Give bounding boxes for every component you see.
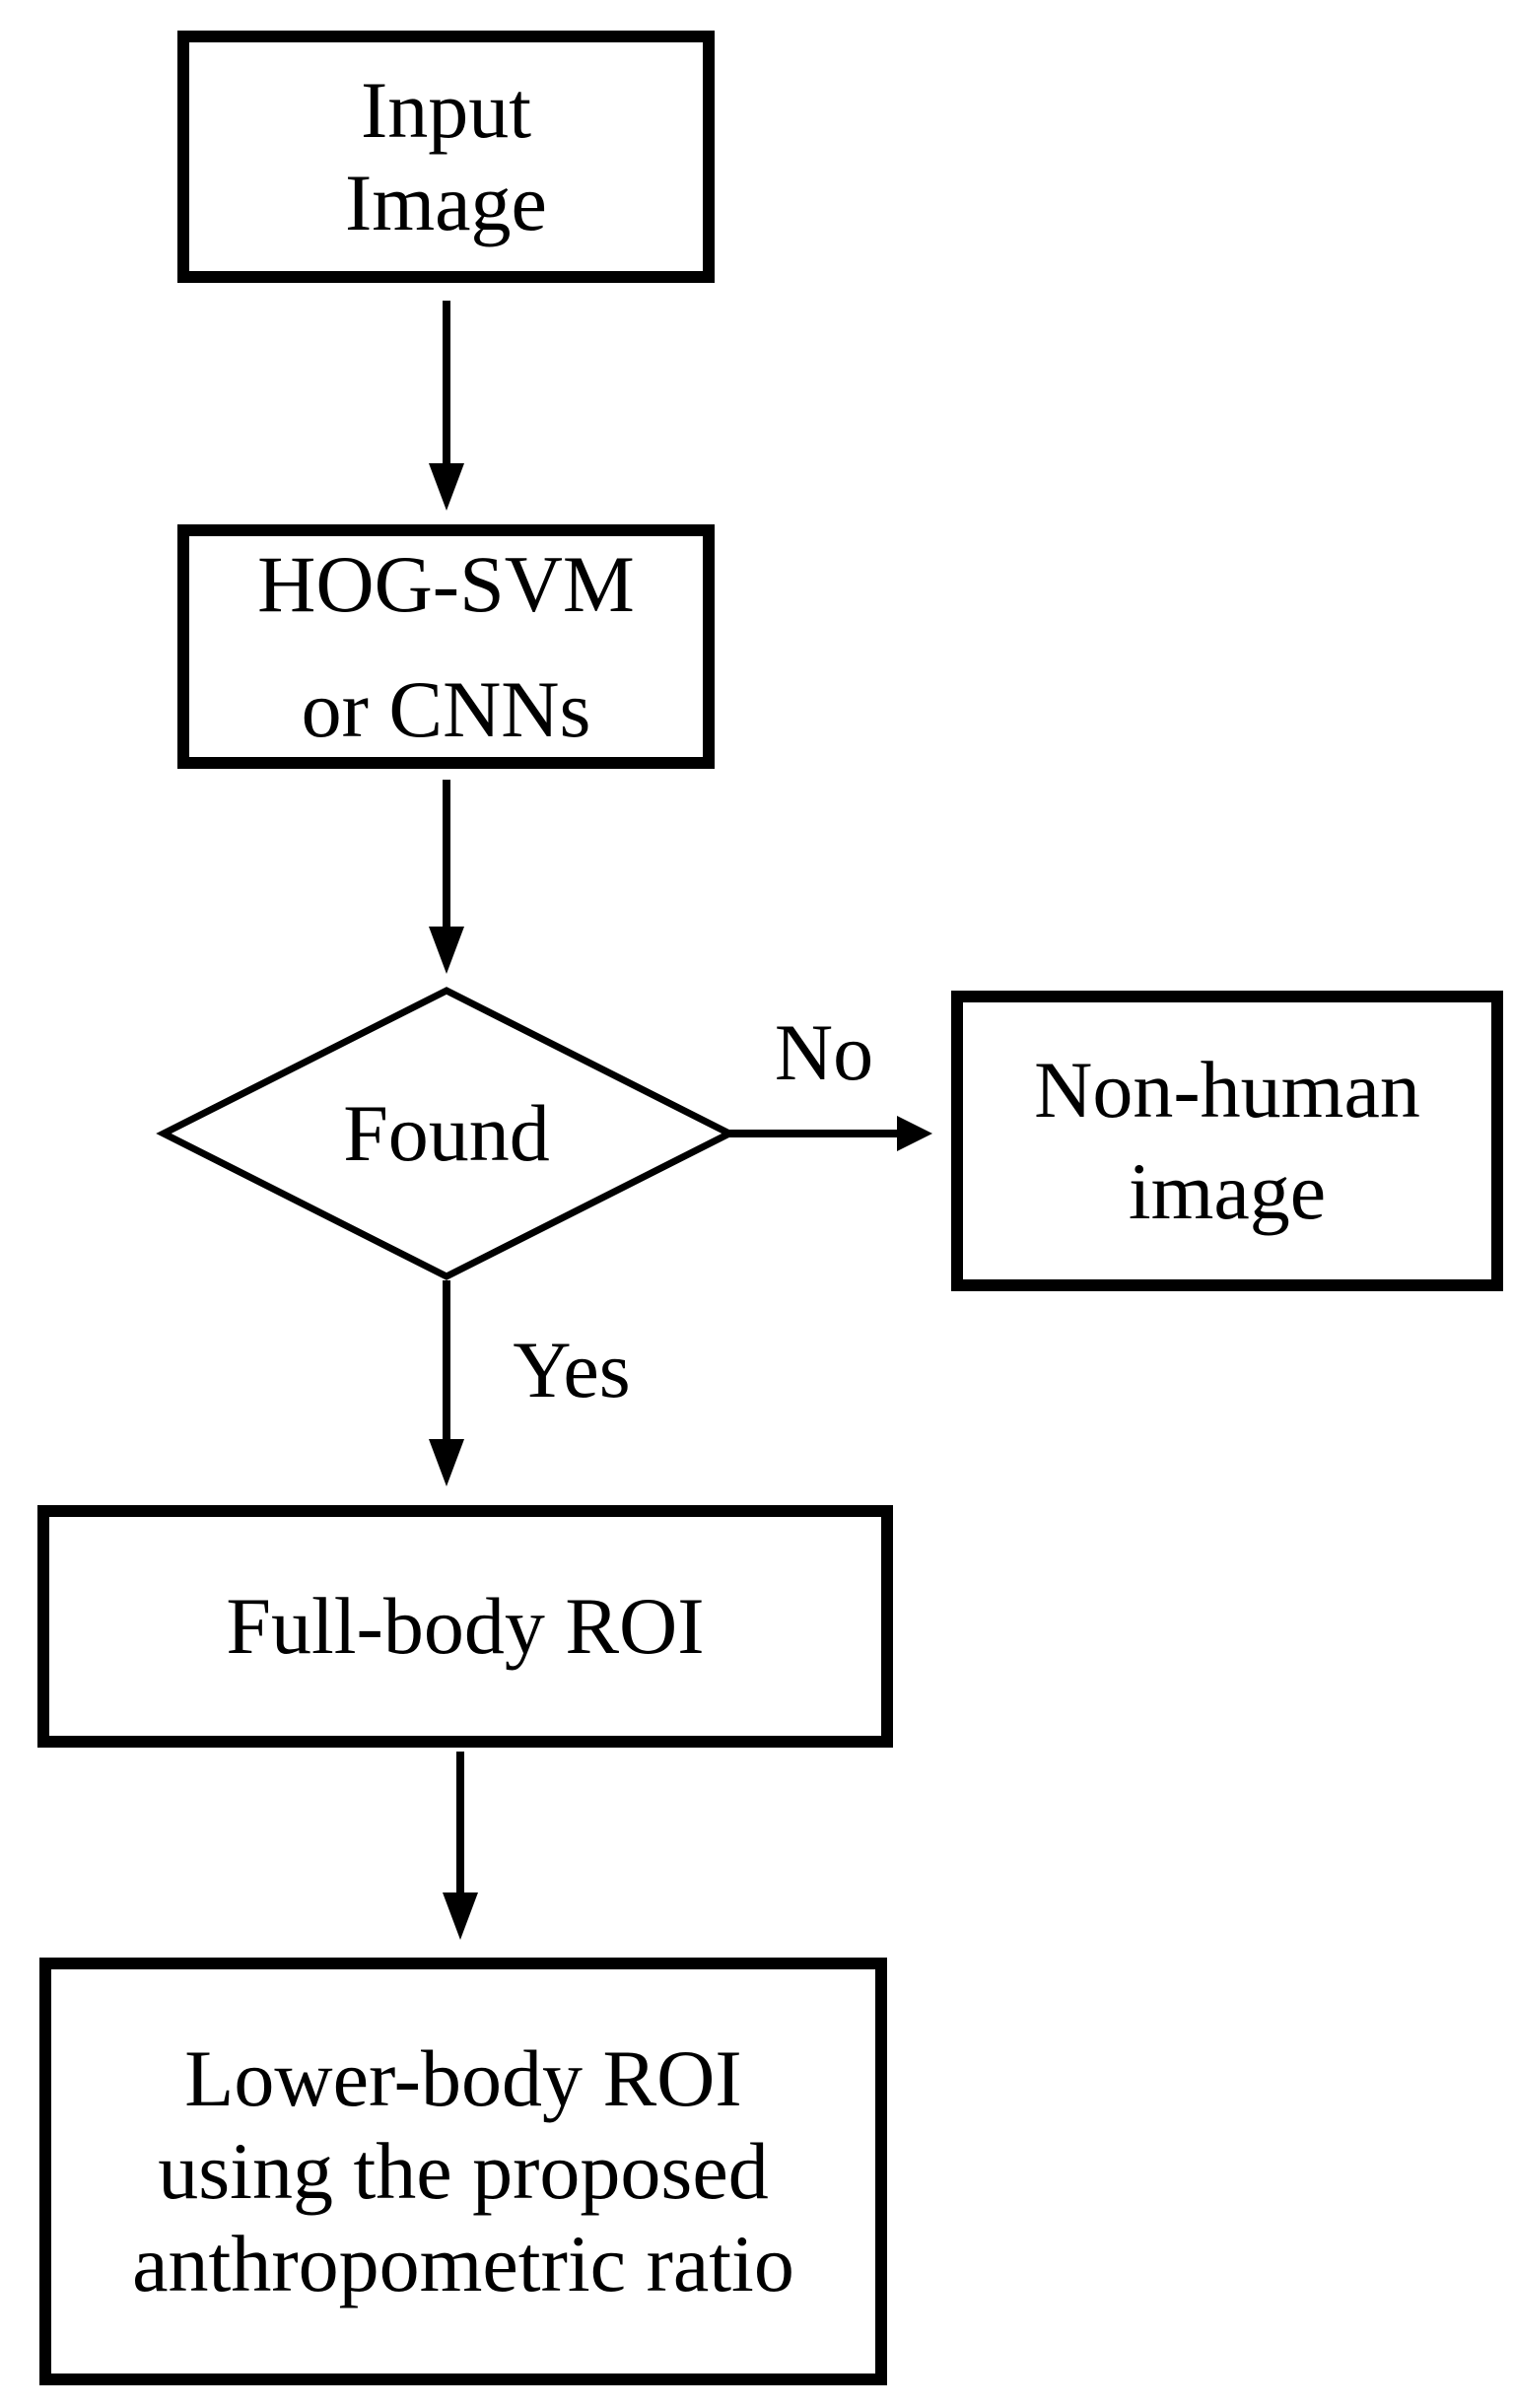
edge-found-to-fullbody-arrowhead [429, 1439, 464, 1486]
edge-fullbody-to-lowerbody-arrowhead [443, 1892, 478, 1940]
node-lower-body-roi: Lower-body ROI using the proposed anthro… [39, 1958, 887, 2385]
edge-label-no-text: No [774, 1007, 874, 1097]
edge-label-no: No [745, 1000, 903, 1105]
node-lower-body-roi-label: Lower-body ROI using the proposed anthro… [132, 2032, 794, 2309]
edge-label-yes: Yes [493, 1318, 651, 1422]
decision-found-label: Found [343, 1087, 550, 1178]
node-input-image-label: Input Image [345, 64, 547, 247]
edge-found-to-nonhuman-arrowhead [897, 1116, 932, 1151]
node-input-image: Input Image [177, 31, 715, 283]
edge-detector-to-found-arrowhead [429, 927, 464, 974]
node-non-human-image: Non-human image [951, 991, 1503, 1291]
node-full-body-roi-label: Full-body ROI [226, 1580, 705, 1671]
decision-found: Found [164, 991, 729, 1276]
node-non-human-image-label: Non-human image [1034, 1045, 1420, 1236]
node-hog-svm-cnns: HOG-SVM or CNNs [177, 524, 715, 769]
edge-input-to-detector-arrowhead [429, 463, 464, 511]
node-full-body-roi: Full-body ROI [37, 1505, 893, 1748]
node-hog-svm-cnns-label: HOG-SVM or CNNs [257, 538, 635, 754]
edge-label-yes-text: Yes [513, 1325, 631, 1414]
decision-found-outline [156, 987, 737, 1280]
